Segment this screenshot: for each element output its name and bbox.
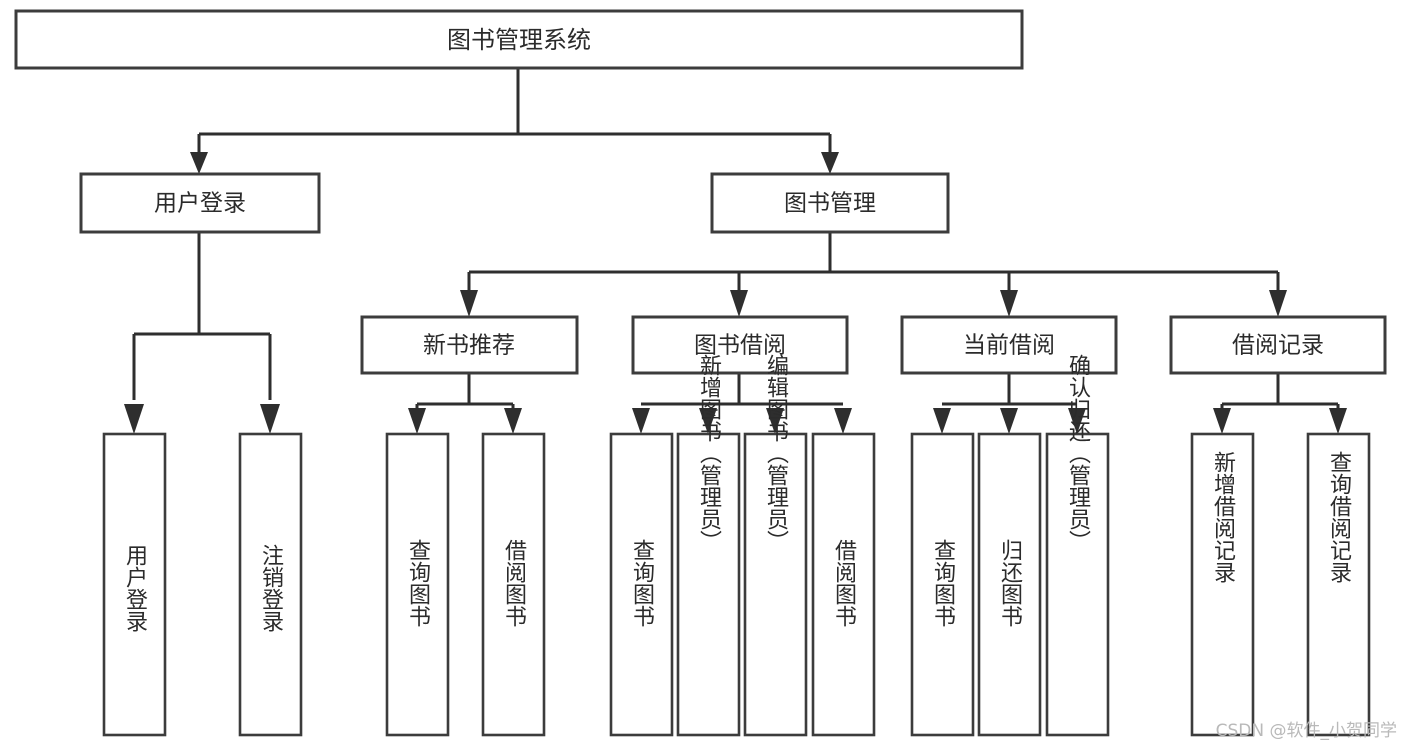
node-label-current-borrow: 当前借阅	[963, 333, 1055, 359]
arrow-head-icon	[1269, 290, 1287, 317]
node-box-book-borrow[interactable]	[631, 315, 849, 375]
arrow-head-icon	[834, 408, 852, 434]
node-label-leaf-query-book-1: 查询图书	[405, 539, 431, 627]
node-label-leaf-return-book: 归还图书	[997, 539, 1023, 627]
arrow-head-icon	[699, 408, 717, 434]
node-label-leaf-add-record: 新增借阅记录	[1210, 451, 1236, 583]
node-box-leaf-add-record[interactable]	[1190, 432, 1255, 737]
arrow-head-icon	[821, 152, 839, 174]
connector-bookmgmt-to-level3	[460, 232, 1287, 317]
node-leaf-add-record[interactable]: 新增借阅记录	[1190, 432, 1255, 737]
node-box-leaf-query-record[interactable]	[1306, 432, 1371, 737]
arrow-head-icon	[1213, 408, 1231, 434]
node-box-leaf-borrow-book-1[interactable]	[481, 432, 546, 737]
connector-currentborrow-to-leaves	[933, 373, 1086, 434]
node-label-leaf-edit-book: 编辑图书（管理员）	[763, 354, 789, 552]
node-leaf-query-book-1[interactable]: 查询图书	[385, 432, 450, 737]
arrow-head-icon	[1329, 408, 1347, 434]
arrow-head-icon	[460, 290, 478, 317]
node-label-leaf-add-book: 新增图书（管理员）	[696, 354, 722, 552]
node-leaf-logout-login[interactable]: 注销登录	[238, 432, 303, 737]
node-box-leaf-edit-book[interactable]	[743, 432, 808, 737]
node-label-leaf-query-book-3: 查询图书	[930, 539, 956, 627]
arrow-head-icon	[730, 290, 748, 317]
node-box-new-book-recommend[interactable]	[360, 315, 579, 375]
node-box-leaf-query-book-1[interactable]	[385, 432, 450, 737]
node-leaf-borrow-book-1[interactable]: 借阅图书	[481, 432, 546, 737]
node-leaf-query-record[interactable]: 查询借阅记录	[1306, 432, 1371, 737]
node-borrow-record[interactable]: 借阅记录	[1169, 315, 1387, 375]
arrow-head-icon	[1000, 290, 1018, 317]
node-box-leaf-borrow-book-2[interactable]	[811, 432, 876, 737]
node-box-leaf-logout-login[interactable]	[238, 432, 303, 737]
arrow-head-icon	[632, 408, 650, 434]
node-label-root: 图书管理系统	[447, 26, 591, 54]
arrow-head-icon	[766, 408, 784, 434]
node-label-leaf-borrow-book-1: 借阅图书	[501, 539, 527, 627]
arrow-head-icon	[190, 152, 208, 174]
connector-root-to-level2	[190, 69, 839, 174]
node-leaf-return-book[interactable]: 归还图书	[977, 432, 1042, 737]
node-leaf-borrow-book-2[interactable]: 借阅图书	[811, 432, 876, 737]
node-box-leaf-add-book[interactable]	[676, 432, 741, 737]
arrow-head-icon	[260, 404, 280, 434]
node-leaf-query-book-2[interactable]: 查询图书	[609, 432, 674, 737]
arrow-head-icon	[933, 408, 951, 434]
node-book-borrow[interactable]: 图书借阅	[631, 315, 849, 375]
connector-bookborrow-to-leaves	[632, 373, 852, 434]
node-leaf-query-book-3[interactable]: 查询图书	[910, 432, 975, 737]
arrow-head-icon	[1000, 408, 1018, 434]
node-box-leaf-query-book-3[interactable]	[910, 432, 975, 737]
node-box-leaf-return-book[interactable]	[977, 432, 1042, 737]
node-label-leaf-user-login: 用户登录	[122, 544, 148, 632]
node-box-leaf-user-login[interactable]	[102, 432, 167, 737]
node-box-leaf-query-book-2[interactable]	[609, 432, 674, 737]
node-root[interactable]: 图书管理系统	[14, 9, 1024, 70]
node-box-user-login[interactable]	[79, 172, 321, 234]
node-box-borrow-record[interactable]	[1169, 315, 1387, 375]
node-label-borrow-record: 借阅记录	[1232, 333, 1324, 359]
arrow-head-icon	[408, 408, 426, 434]
node-new-book-recommend[interactable]: 新书推荐	[360, 315, 579, 375]
node-box-leaf-confirm-return[interactable]	[1045, 432, 1110, 737]
node-book-management[interactable]: 图书管理	[710, 172, 950, 234]
node-label-leaf-logout-login: 注销登录	[258, 544, 284, 632]
node-label-book-borrow: 图书借阅	[694, 333, 786, 359]
connector-newbook-to-leaves	[408, 373, 522, 434]
csdn-watermark: CSDN @软件_小贺同学	[1215, 721, 1397, 741]
node-label-leaf-query-book-2: 查询图书	[629, 539, 655, 627]
node-user-login[interactable]: 用户登录	[79, 172, 321, 234]
node-box-root[interactable]	[14, 9, 1024, 70]
node-label-leaf-borrow-book-2: 借阅图书	[831, 539, 857, 627]
arrow-head-icon	[1068, 408, 1086, 434]
connector-borrowrecord-to-leaves	[1213, 373, 1347, 434]
arrow-head-icon	[124, 404, 144, 434]
node-leaf-edit-book[interactable]: 编辑图书（管理员）	[743, 354, 808, 737]
node-label-user-login: 用户登录	[154, 191, 246, 217]
node-current-borrow[interactable]: 当前借阅	[900, 315, 1118, 375]
node-leaf-add-book[interactable]: 新增图书（管理员）	[676, 354, 741, 737]
connector-userlogin-to-leaves	[124, 232, 280, 434]
node-leaf-user-login[interactable]: 用户登录	[102, 432, 167, 737]
arrow-head-icon	[504, 408, 522, 434]
node-box-book-management[interactable]	[710, 172, 950, 234]
node-label-new-book-recommend: 新书推荐	[423, 333, 515, 359]
node-label-leaf-query-record: 查询借阅记录	[1326, 451, 1352, 583]
node-box-current-borrow[interactable]	[900, 315, 1118, 375]
node-label-leaf-confirm-return: 确认归还（管理员）	[1065, 354, 1091, 552]
node-leaf-confirm-return[interactable]: 确认归还（管理员）	[1045, 354, 1110, 737]
node-label-book-management: 图书管理	[784, 191, 876, 217]
